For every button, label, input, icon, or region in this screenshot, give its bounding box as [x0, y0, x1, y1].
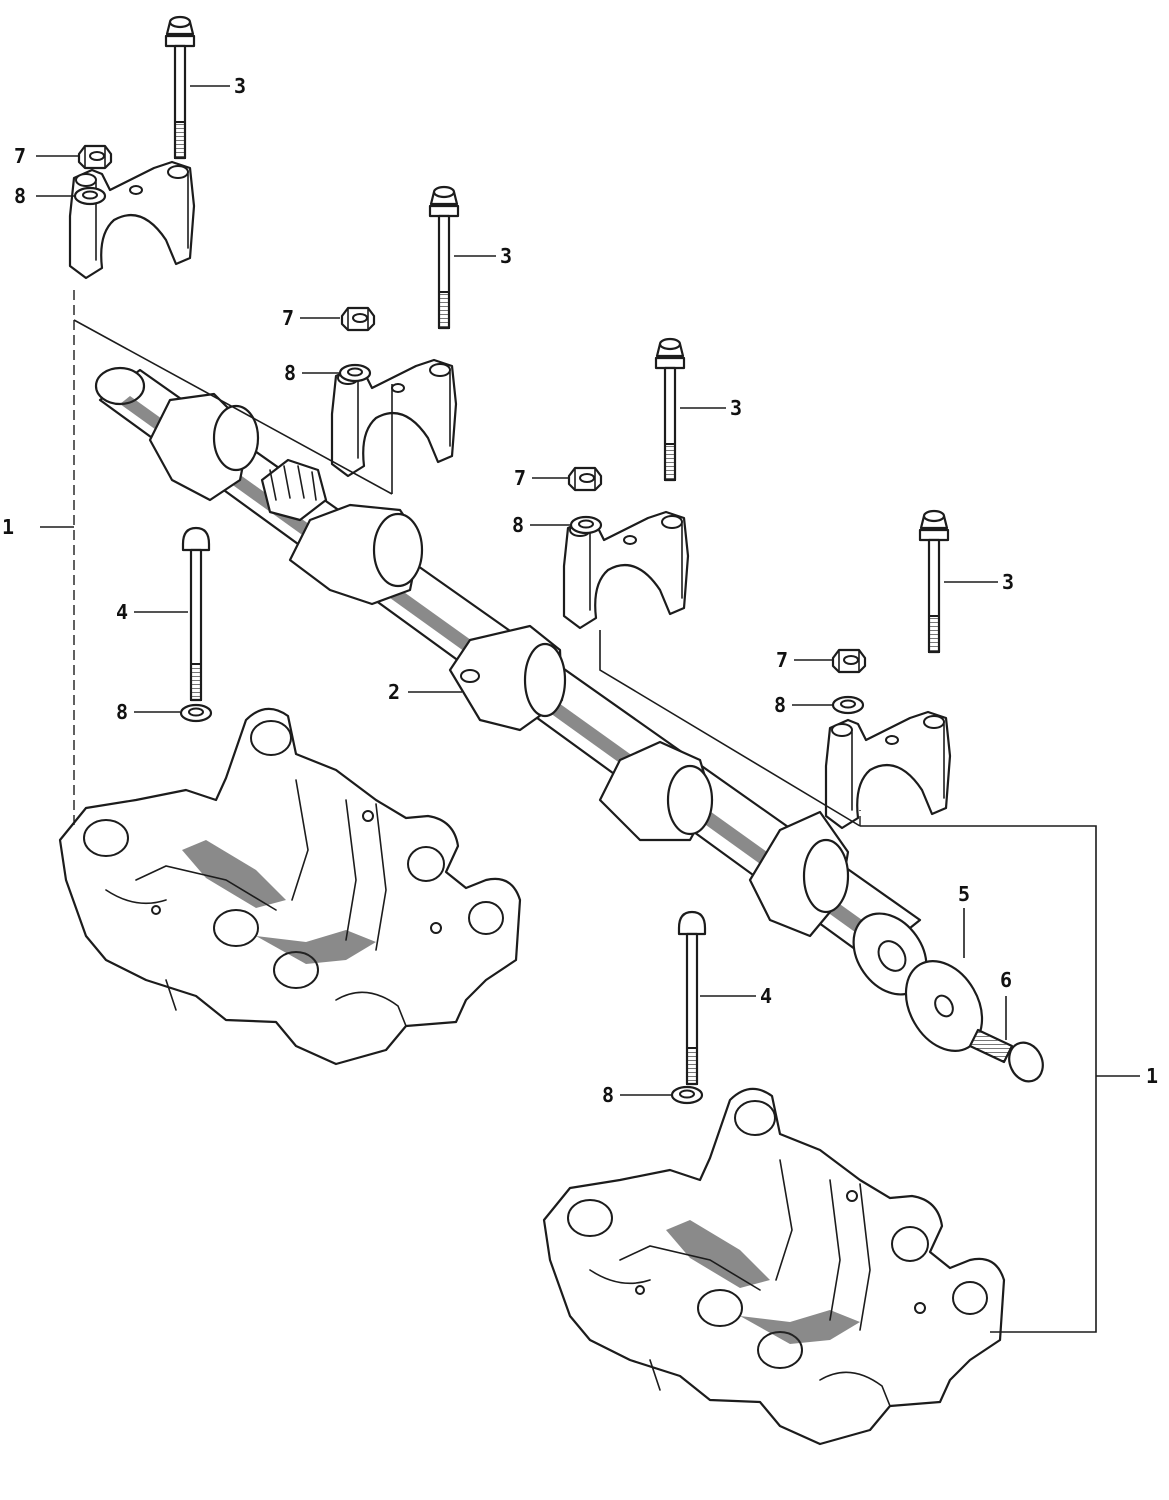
cam-lobe	[748, 810, 850, 938]
callout-4: 4	[760, 984, 772, 1008]
cam-sprocket	[260, 458, 328, 522]
end-bolt	[968, 1028, 1044, 1083]
cap-bolt	[654, 337, 686, 482]
cap-bolt	[164, 15, 196, 160]
cam-lobe	[288, 503, 424, 606]
callout-4: 4	[116, 600, 128, 624]
callout-1: 1	[1146, 1064, 1158, 1088]
washer	[670, 1085, 704, 1105]
camshaft	[94, 366, 928, 996]
callout-7: 7	[514, 466, 526, 490]
callout-7: 7	[776, 648, 788, 672]
cap-bolt	[428, 185, 460, 330]
washer	[569, 515, 603, 535]
callout-3: 3	[500, 244, 512, 268]
camshaft-holder-cap	[68, 160, 196, 280]
nut	[77, 144, 113, 170]
leader-lines	[36, 85, 1140, 1333]
washer	[73, 186, 107, 206]
callout-2: 2	[388, 680, 400, 704]
nut	[831, 648, 867, 674]
camshaft-holder-cap	[824, 710, 952, 830]
holder-bolt	[181, 526, 211, 702]
callout-8: 8	[602, 1083, 614, 1107]
callout-8: 8	[512, 513, 524, 537]
holder-bolt	[677, 910, 707, 1086]
camshaft-holder-left	[58, 707, 522, 1066]
callout-3: 3	[730, 396, 742, 420]
callout-5: 5	[958, 882, 970, 906]
thrust-washer	[904, 959, 984, 1053]
washer	[179, 703, 213, 723]
callout-8: 8	[284, 361, 296, 385]
callout-1: 1	[2, 515, 14, 539]
callout-7: 7	[282, 306, 294, 330]
nut	[567, 466, 603, 492]
callout-6: 6	[1000, 968, 1012, 992]
callout-3: 3	[1002, 570, 1014, 594]
washer	[831, 695, 865, 715]
callout-7: 7	[14, 144, 26, 168]
cap-bolt	[918, 509, 950, 654]
washer	[338, 363, 372, 383]
callout-8: 8	[116, 700, 128, 724]
cam-lobe	[598, 740, 714, 842]
callout-3: 3	[234, 74, 246, 98]
cam-journal-flange	[448, 624, 567, 732]
callout-8: 8	[14, 184, 26, 208]
nut	[340, 306, 376, 332]
callout-8: 8	[774, 693, 786, 717]
camshaft-holder-right	[542, 1087, 1006, 1446]
cam-lobe	[148, 392, 260, 502]
